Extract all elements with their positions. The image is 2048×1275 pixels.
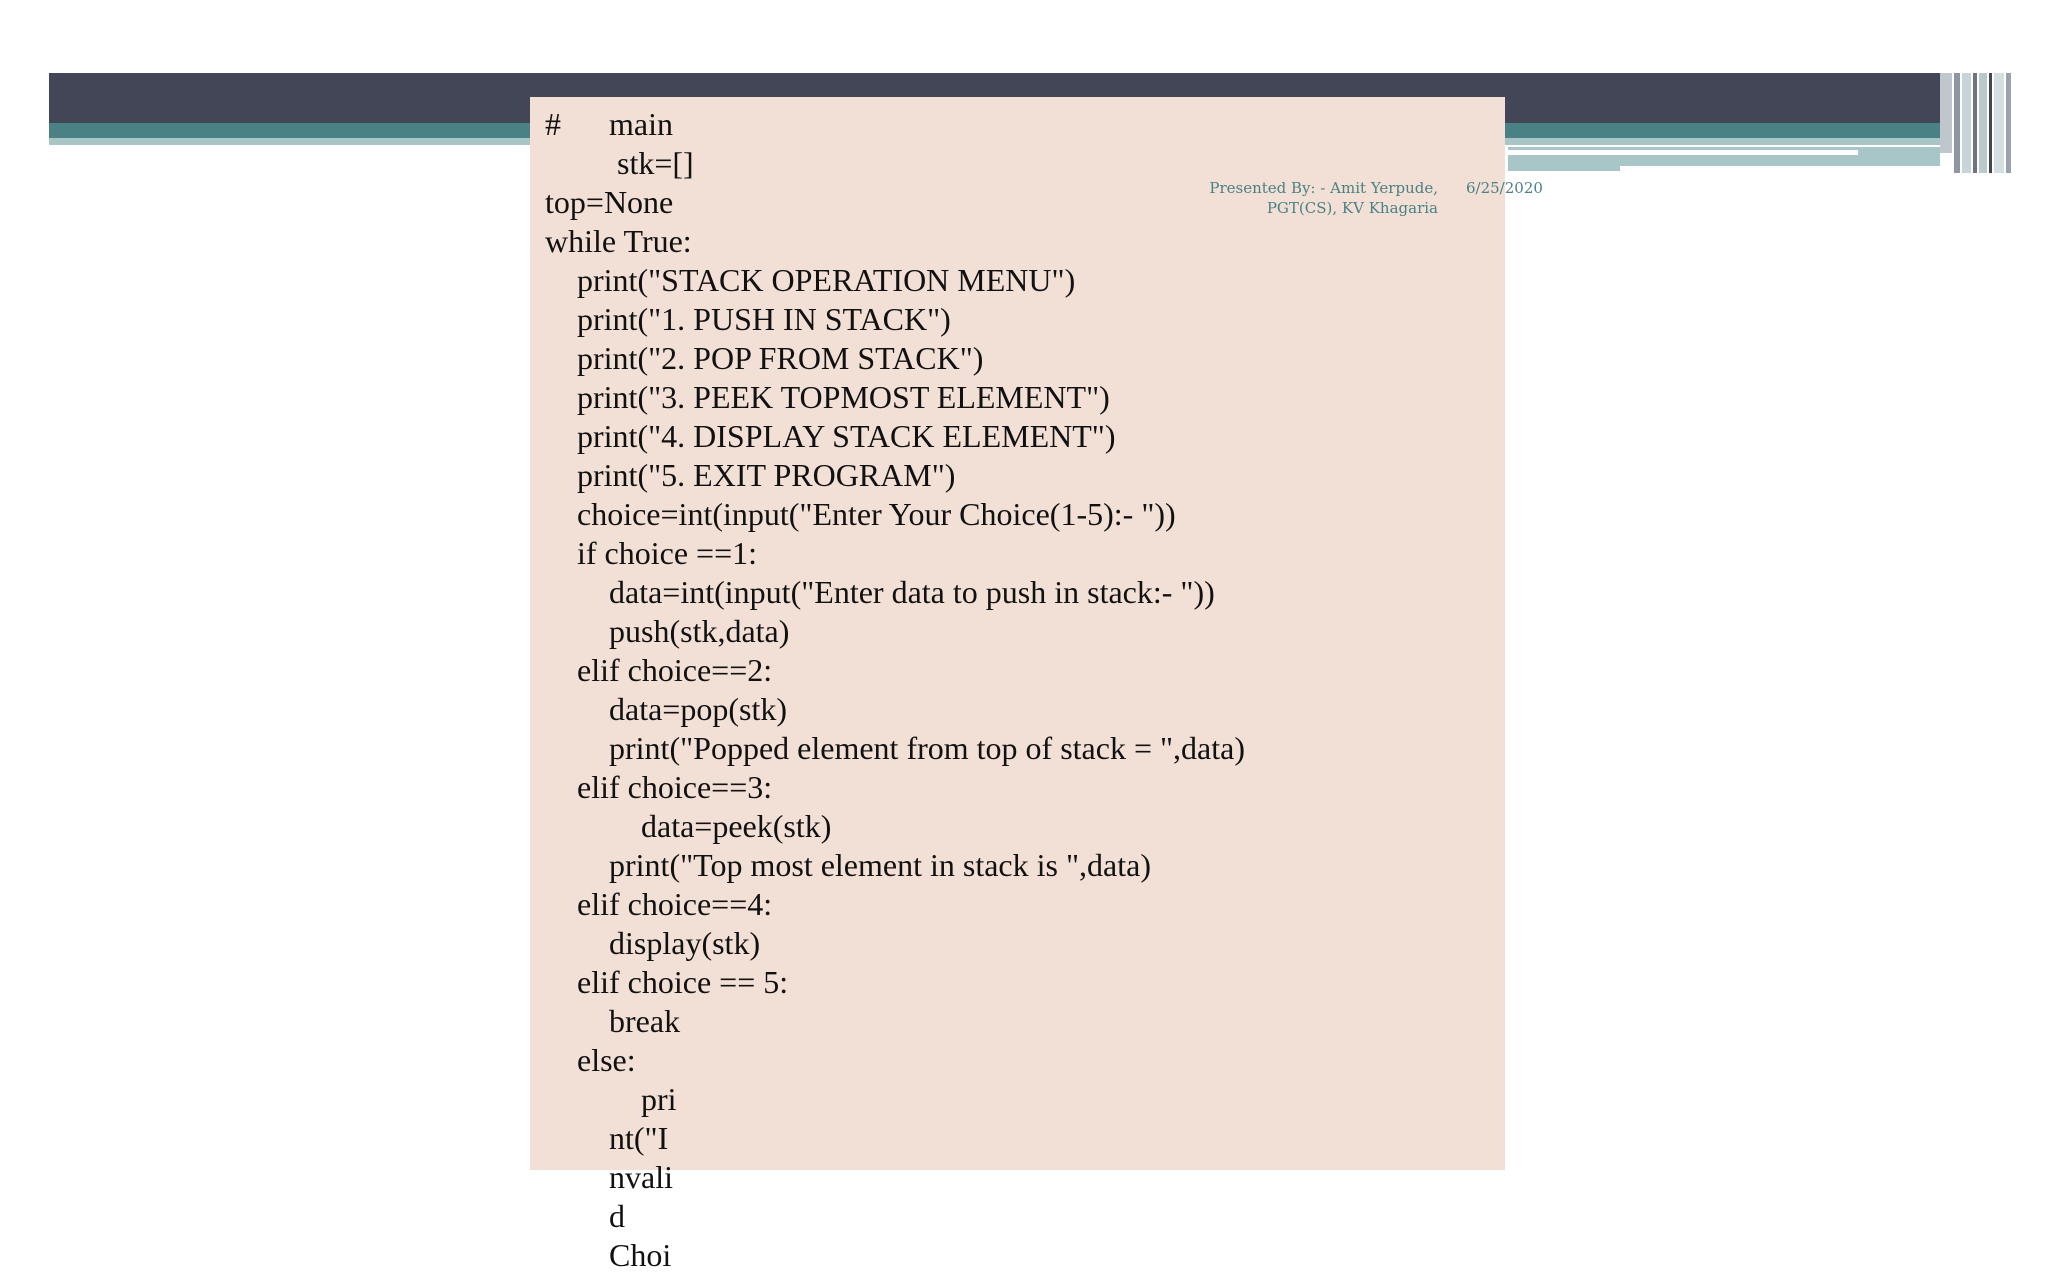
header-accent-line	[1508, 150, 1858, 155]
code-line: else:	[545, 1042, 636, 1078]
code-line: nvali	[545, 1159, 673, 1195]
code-line: print("3. PEEK TOPMOST ELEMENT")	[545, 379, 1110, 415]
code-line: elif choice==2:	[545, 652, 773, 688]
code-line: if choice ==1:	[545, 535, 758, 571]
code-line: d	[545, 1198, 625, 1234]
code-line: print("1. PUSH IN STACK")	[545, 301, 951, 337]
code-line: print("4. DISPLAY STACK ELEMENT")	[545, 418, 1116, 454]
header-accent-line-lower	[1620, 166, 1960, 171]
code-line: while True:	[545, 223, 692, 259]
code-line: data=int(input("Enter data to push in st…	[545, 574, 1215, 610]
header-stripes-decoration	[1940, 73, 2011, 173]
code-line: nt("I	[545, 1120, 669, 1156]
code-line: push(stk,data)	[545, 613, 790, 649]
code-line: pri	[545, 1081, 677, 1117]
code-line: top=None	[545, 184, 674, 220]
code-line: display(stk)	[545, 925, 761, 961]
code-line: print("Top most element in stack is ",da…	[545, 847, 1151, 883]
code-line: stk=[]	[545, 145, 694, 181]
code-line: elif choice == 5:	[545, 964, 789, 1000]
code-line: print("5. EXIT PROGRAM")	[545, 457, 956, 493]
code-line: print("Popped element from top of stack …	[545, 730, 1245, 766]
code-line: Choi	[545, 1237, 672, 1273]
code-line: data=pop(stk)	[545, 691, 787, 727]
footer-presenter: Presented By: - Amit Yerpude, PGT(CS), K…	[1180, 178, 1438, 218]
footer-date: 6/25/2020	[1466, 179, 1543, 197]
code-line: # main	[545, 106, 673, 142]
code-line: choice=int(input("Enter Your Choice(1-5)…	[545, 496, 1176, 532]
code-line: print("2. POP FROM STACK")	[545, 340, 984, 376]
footer-presenter-line2: PGT(CS), KV Khagaria	[1266, 199, 1438, 217]
code-line: elif choice==4:	[545, 886, 773, 922]
code-panel	[530, 97, 1505, 1170]
footer-presenter-line1: Presented By: - Amit Yerpude,	[1209, 179, 1438, 197]
code-line: data=peek(stk)	[545, 808, 832, 844]
code-line: print("STACK OPERATION MENU")	[545, 262, 1076, 298]
code-line: break	[545, 1003, 681, 1039]
code-line: elif choice==3:	[545, 769, 773, 805]
slide: Presented By: - Amit Yerpude, PGT(CS), K…	[49, 73, 2011, 1273]
